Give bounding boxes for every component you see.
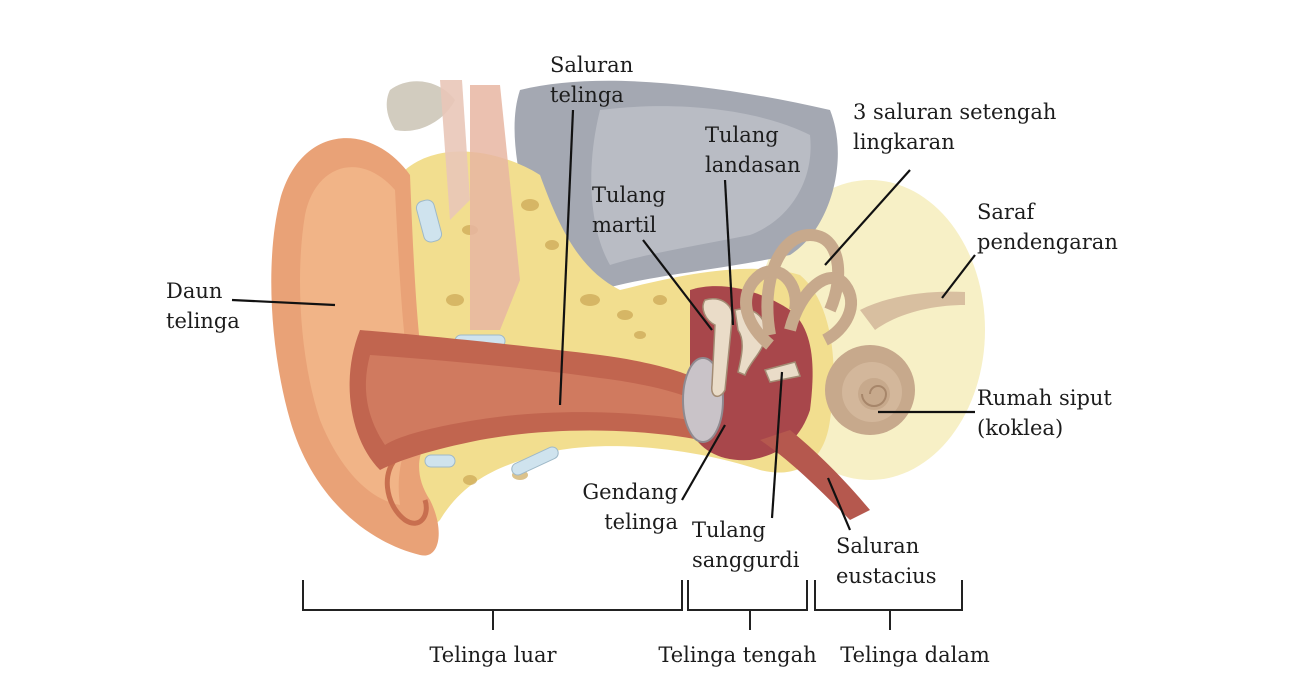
label-tulang-sanggurdi: Tulang sanggurdi: [692, 518, 800, 572]
label-gendang-telinga: Gendang telinga: [582, 480, 678, 534]
auricle-fold: [384, 453, 429, 526]
leader-tulang-sanggurdi: [770, 371, 784, 519]
bone-pores: [446, 199, 807, 485]
eustachian-tube: [760, 430, 870, 520]
cochlea: [825, 345, 915, 435]
stapes: [763, 361, 801, 383]
label-tulang-martil: Tulang martil: [592, 183, 666, 237]
hair-tuft: [386, 81, 455, 131]
cranial-cavity-shade: [591, 106, 811, 265]
leader-gendang-telinga: [681, 424, 726, 501]
leader-saluran-eustacius: [826, 477, 852, 531]
muscle-strip-2: [440, 80, 470, 220]
label-rumah-siput: Rumah siput (koklea): [977, 386, 1112, 440]
leader-saluran-setengah-lingkaran: [824, 169, 911, 266]
malleus: [702, 298, 734, 397]
label-saluran-eustacius: Saluran eustacius: [836, 534, 937, 588]
ear-canal-highlight: [365, 355, 690, 445]
label-saraf-pendengaran: Saraf pendengaran: [977, 200, 1118, 254]
leader-saluran-telinga: [558, 109, 575, 406]
leader-saraf-pendengaran: [941, 254, 976, 299]
bracket-telinga-luar: [302, 580, 683, 630]
auditory-nerve: [860, 291, 965, 330]
bracket-telinga-dalam: [814, 580, 963, 630]
label-saluran-telinga: Saluran telinga: [550, 53, 634, 107]
leader-lines: [231, 109, 976, 531]
region-label-telinga-dalam: Telinga dalam: [840, 643, 990, 667]
label-tulang-landasan: Tulang landasan: [705, 123, 801, 177]
label-daun-telinga: Daun telinga: [166, 279, 240, 333]
semicircular-canals: [740, 228, 857, 350]
leader-tulang-martil: [642, 239, 713, 331]
bracket-telinga-tengah: [687, 580, 808, 630]
label-saluran-setengah-lingkaran: 3 saluran setengah lingkaran: [853, 100, 1057, 154]
leader-tulang-landasan: [723, 179, 735, 326]
region-brackets: [302, 580, 963, 630]
region-label-telinga-tengah: Telinga tengah: [658, 643, 817, 667]
leader-daun-telinga: [231, 298, 336, 307]
muscle-strip: [470, 85, 520, 330]
region-label-telinga-luar: Telinga luar: [429, 643, 557, 667]
